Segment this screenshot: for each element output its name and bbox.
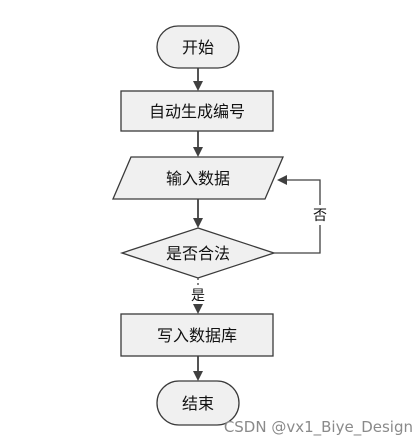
write-node [120,313,274,357]
end-node [156,380,240,426]
write-label: 写入数据库 [157,326,237,345]
watermark: CSDN @vx1_Biye_Design [224,418,413,437]
decision-label: 是否合法 [166,244,230,263]
edge-yes-label-bg [189,285,207,304]
start-label: 开始 [182,38,214,57]
input-label: 输入数据 [166,169,230,188]
input-node [112,156,284,200]
edge-no-label-bg [311,205,329,225]
autonumber-label: 自动生成编号 [149,102,245,121]
edge-no-label: 否 [313,208,327,224]
end-label: 结束 [182,394,214,413]
edge-yes-label: 是 [191,288,205,304]
autonumber-node [120,90,274,132]
